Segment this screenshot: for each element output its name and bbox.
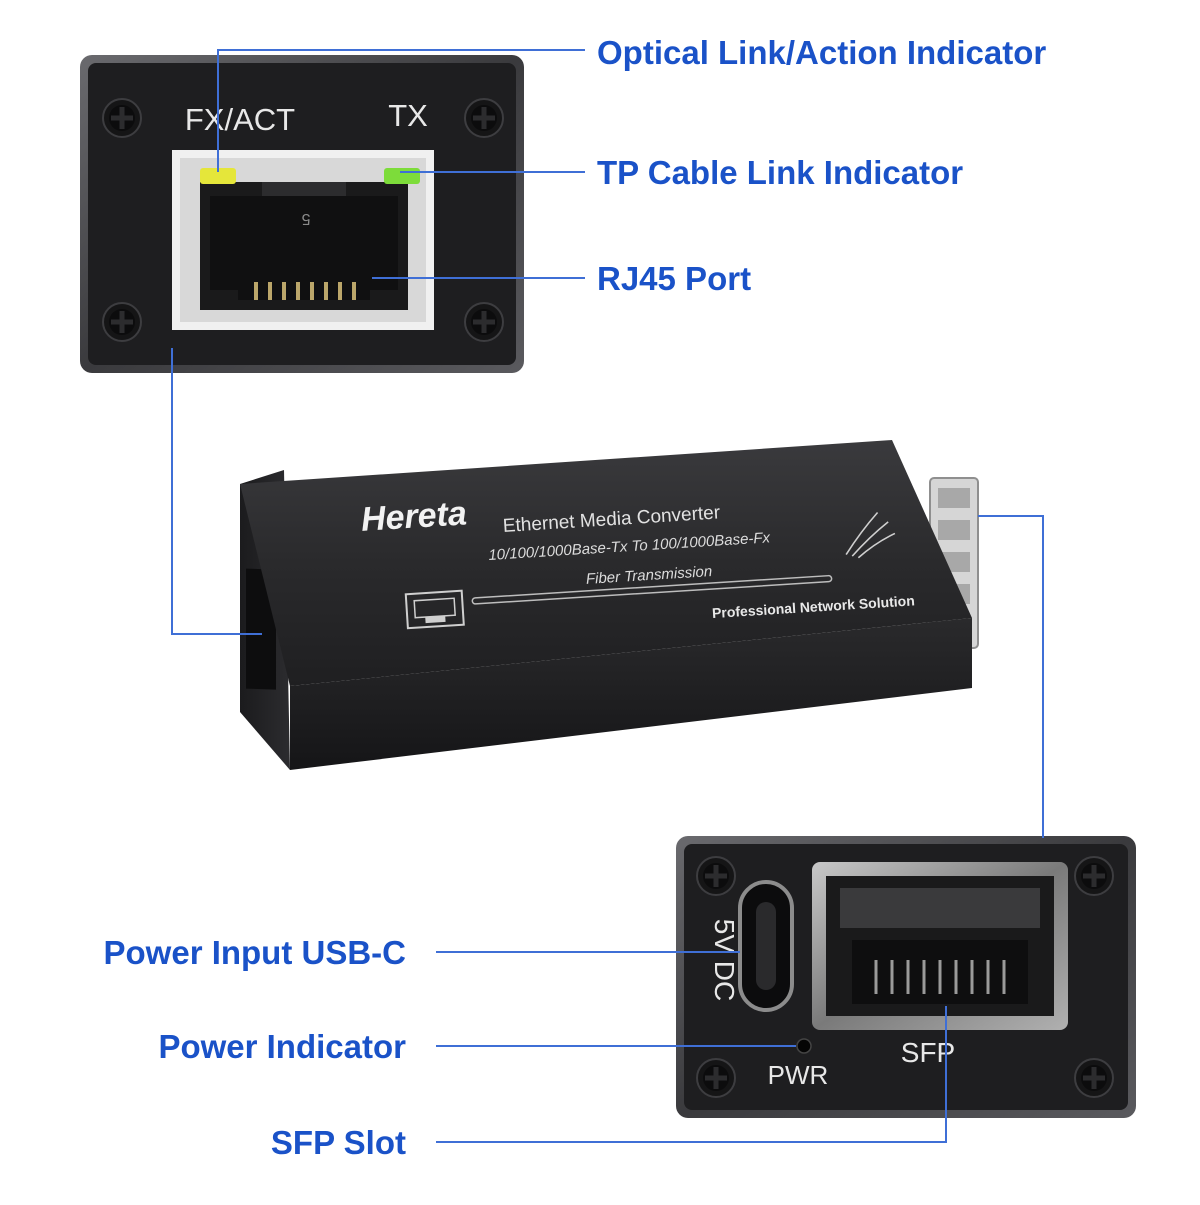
leader-optical-link <box>217 49 585 172</box>
power-led-icon <box>796 1038 812 1054</box>
leader-sfp-slot <box>436 1006 947 1143</box>
screw-icon <box>696 1058 736 1098</box>
callout-sfp-slot: SFP Slot <box>271 1124 406 1161</box>
fiber-strands-icon <box>845 511 896 559</box>
screw-icon <box>696 856 736 896</box>
fx-act-label: FX/ACT <box>185 102 295 137</box>
screw-icon <box>464 302 504 342</box>
fiber-line <box>471 574 833 605</box>
fx-act-led-icon <box>200 168 236 184</box>
device-body: Hereta Ethernet Media Converter 10/100/1… <box>240 440 979 770</box>
rj45-end-panel: FX/ACT TX 5 <box>80 55 524 373</box>
brand-logo: Hereta <box>360 494 468 539</box>
screw-icon <box>102 302 142 342</box>
screw-icon <box>1074 856 1114 896</box>
callout-tp-cable-link: TP Cable Link Indicator <box>597 154 963 191</box>
tx-led-icon <box>384 168 420 184</box>
callout-power-indicator: Power Indicator <box>158 1028 406 1065</box>
rj45-icon <box>404 589 465 630</box>
leader-lines <box>171 49 1044 1143</box>
screw-icon <box>464 98 504 138</box>
screw-icon <box>1074 1058 1114 1098</box>
sfp-label: SFP <box>901 1037 955 1068</box>
tx-label: TX <box>388 98 428 133</box>
callout-power-input: Power Input USB-C <box>104 934 407 971</box>
screw-icon <box>102 98 142 138</box>
leader-sfp-body <box>978 515 1044 838</box>
callout-rj45-port: RJ45 Port <box>597 260 751 297</box>
power-label: 5V DC <box>709 919 740 1001</box>
sfp-end-panel: 5V DC PWR SFP <box>676 836 1136 1118</box>
pwr-label: PWR <box>768 1060 829 1090</box>
port-number: 5 <box>301 210 310 227</box>
callout-optical-link: Optical Link/Action Indicator <box>597 34 1046 71</box>
leader-rj45-body <box>171 348 262 635</box>
